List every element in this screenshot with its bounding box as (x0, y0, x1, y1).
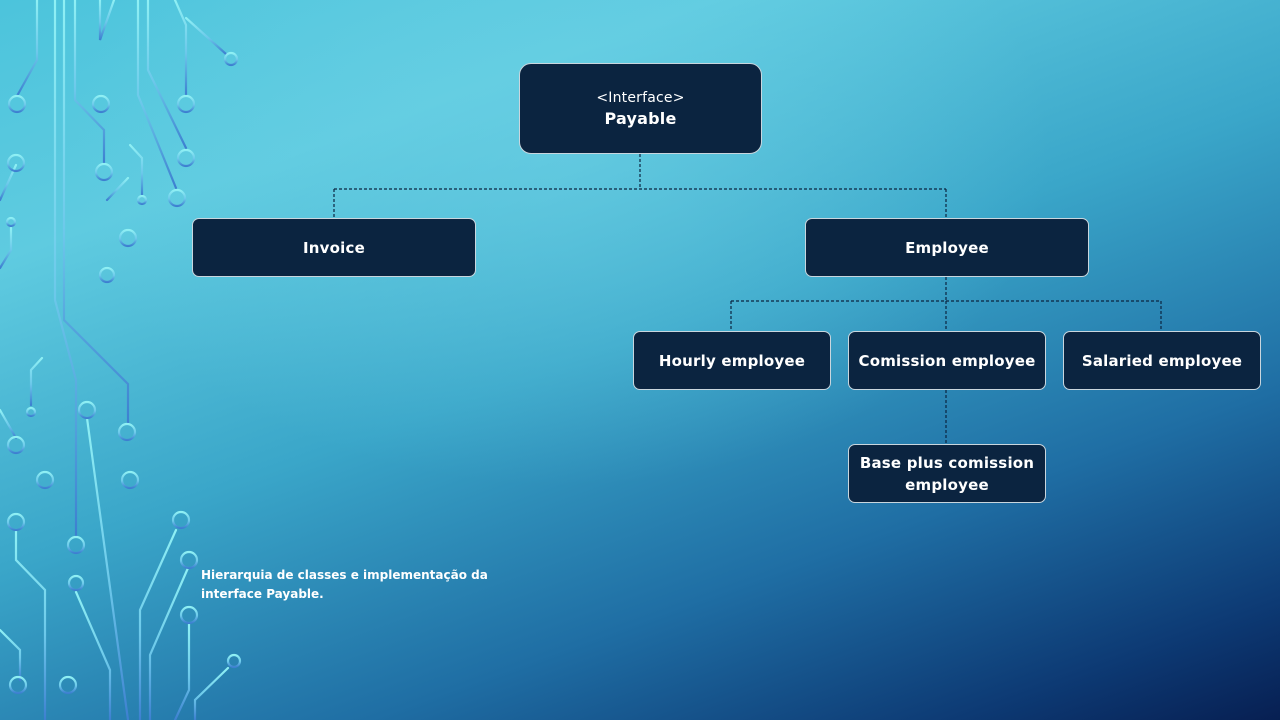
payable-interface-node: <Interface> Payable (519, 63, 762, 154)
circuit-decoration (0, 0, 242, 720)
employee-node: Employee (805, 218, 1089, 277)
invoice-node: Invoice (192, 218, 476, 277)
hourly-employee-label: Hourly employee (658, 351, 806, 370)
salaried-employee-label: Salaried employee (1081, 351, 1243, 370)
comission-employee-label: Comission employee (858, 351, 1036, 370)
payable-name: Payable (604, 108, 677, 128)
payable-stereotype: <Interface> (596, 89, 685, 106)
comission-employee-node: Comission employee (848, 331, 1046, 390)
employee-label: Employee (905, 238, 989, 257)
slide-caption: Hierarquia de classes e implementação da… (201, 568, 488, 601)
salaried-employee-node: Salaried employee (1063, 331, 1261, 390)
invoice-label: Invoice (303, 238, 365, 257)
base-plus-comission-employee-node: Base plus comission employee (848, 444, 1046, 503)
hourly-employee-node: Hourly employee (633, 331, 831, 390)
base-plus-comission-employee-label: Base plus comission employee (859, 453, 1035, 494)
